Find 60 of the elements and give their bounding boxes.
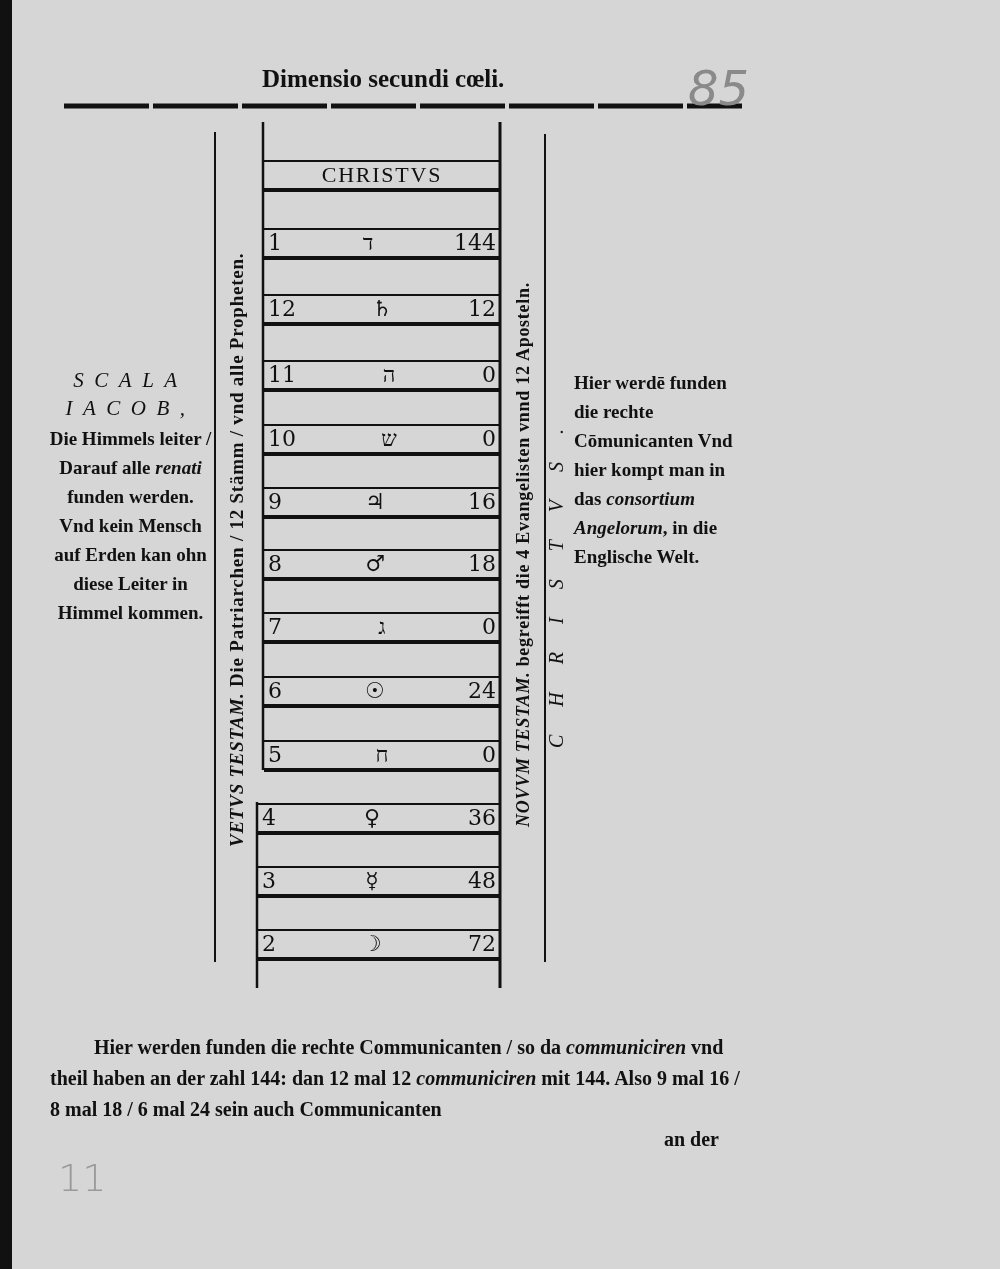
column-text: VETVS TESTAM. Die Patriarchen / 12 Stämm / vnd alle Propheten.: [225, 251, 248, 850]
rung-number: 7: [268, 616, 282, 638]
ladder-rung: [264, 676, 500, 708]
ladder-rung: [258, 929, 500, 961]
column-text: NOVVM TESTAM. begreifft die 4 Evangelisten vnnd 12 Aposteln.: [512, 281, 534, 830]
rung-number: 6: [268, 680, 282, 702]
rung-number: 18: [468, 553, 496, 575]
page-title: Dimensio secundi cœli.: [262, 64, 505, 94]
rung-number: 24: [468, 680, 496, 702]
rung-number: 8: [268, 553, 282, 575]
ladder-rung: [258, 803, 500, 835]
catchword: an der: [664, 1127, 719, 1152]
rung-number: 72: [468, 933, 496, 955]
planet-symbol: ♄: [372, 298, 392, 320]
rung-number: 12: [468, 298, 496, 320]
rung-number: 2: [262, 933, 276, 955]
ladder-rung: [264, 740, 500, 772]
rung-number: 5: [268, 744, 282, 766]
rung-number: 0: [482, 744, 496, 766]
rung-number: 12: [268, 298, 296, 320]
planet-symbol: ג: [378, 616, 386, 638]
column-text: CHRISTVS.: [544, 400, 568, 751]
planet-symbol: ☽: [362, 933, 382, 955]
paragraph: Die Himmels leiter / Darauf alle renati funden werden. Vnd kein Mensch auf Erden kan ohn diese Leiter in Himmel kommen.: [48, 427, 213, 625]
planet-symbol: ♂: [365, 553, 385, 575]
planet-symbol: ש: [381, 428, 397, 450]
rung-number: 16: [468, 491, 496, 513]
rung-number: 0: [482, 364, 496, 386]
rung-number: 4: [262, 807, 276, 829]
rung-number: 3: [262, 870, 276, 892]
page-number: 85: [688, 59, 750, 118]
planet-symbol: ה: [382, 364, 396, 386]
ladder-rung: [258, 866, 500, 898]
rung-number: 1: [268, 232, 282, 254]
rung-number: 48: [468, 870, 496, 892]
planet-symbol: ♃: [365, 491, 385, 513]
planet-symbol: ☿: [365, 870, 379, 892]
planet-symbol: ד: [362, 232, 374, 254]
planet-symbol: ח: [375, 744, 389, 766]
ladder-rung: [264, 360, 500, 392]
rung-number: 10: [268, 428, 296, 450]
heading: SCALA IACOB,: [64, 367, 197, 422]
rung-number: 11: [268, 364, 296, 386]
paragraph: Hier werdē funden die rechte Cōmunicanten Vnd hier kompt man in das consortium Angelorum, in die Englische Welt.: [574, 371, 734, 569]
ladder-rung: [264, 424, 500, 456]
ladder-rung: [264, 294, 500, 326]
rung-title: CHRISTVS: [321, 164, 443, 186]
ladder-rung: [264, 549, 500, 581]
rung-number: 0: [482, 616, 496, 638]
rung-number: 36: [468, 807, 496, 829]
rung-number: 144: [454, 232, 496, 254]
ladder-rung: [264, 160, 500, 192]
planet-symbol: ☉: [365, 680, 385, 702]
rung-number: 9: [268, 491, 282, 513]
planet-symbol: ♀: [363, 807, 381, 829]
ladder-rung: [264, 612, 500, 644]
handwritten-number: 11: [58, 1155, 107, 1202]
ladder-rung: [264, 487, 500, 519]
ladder-rung: [264, 228, 500, 260]
rung-number: 0: [482, 428, 496, 450]
